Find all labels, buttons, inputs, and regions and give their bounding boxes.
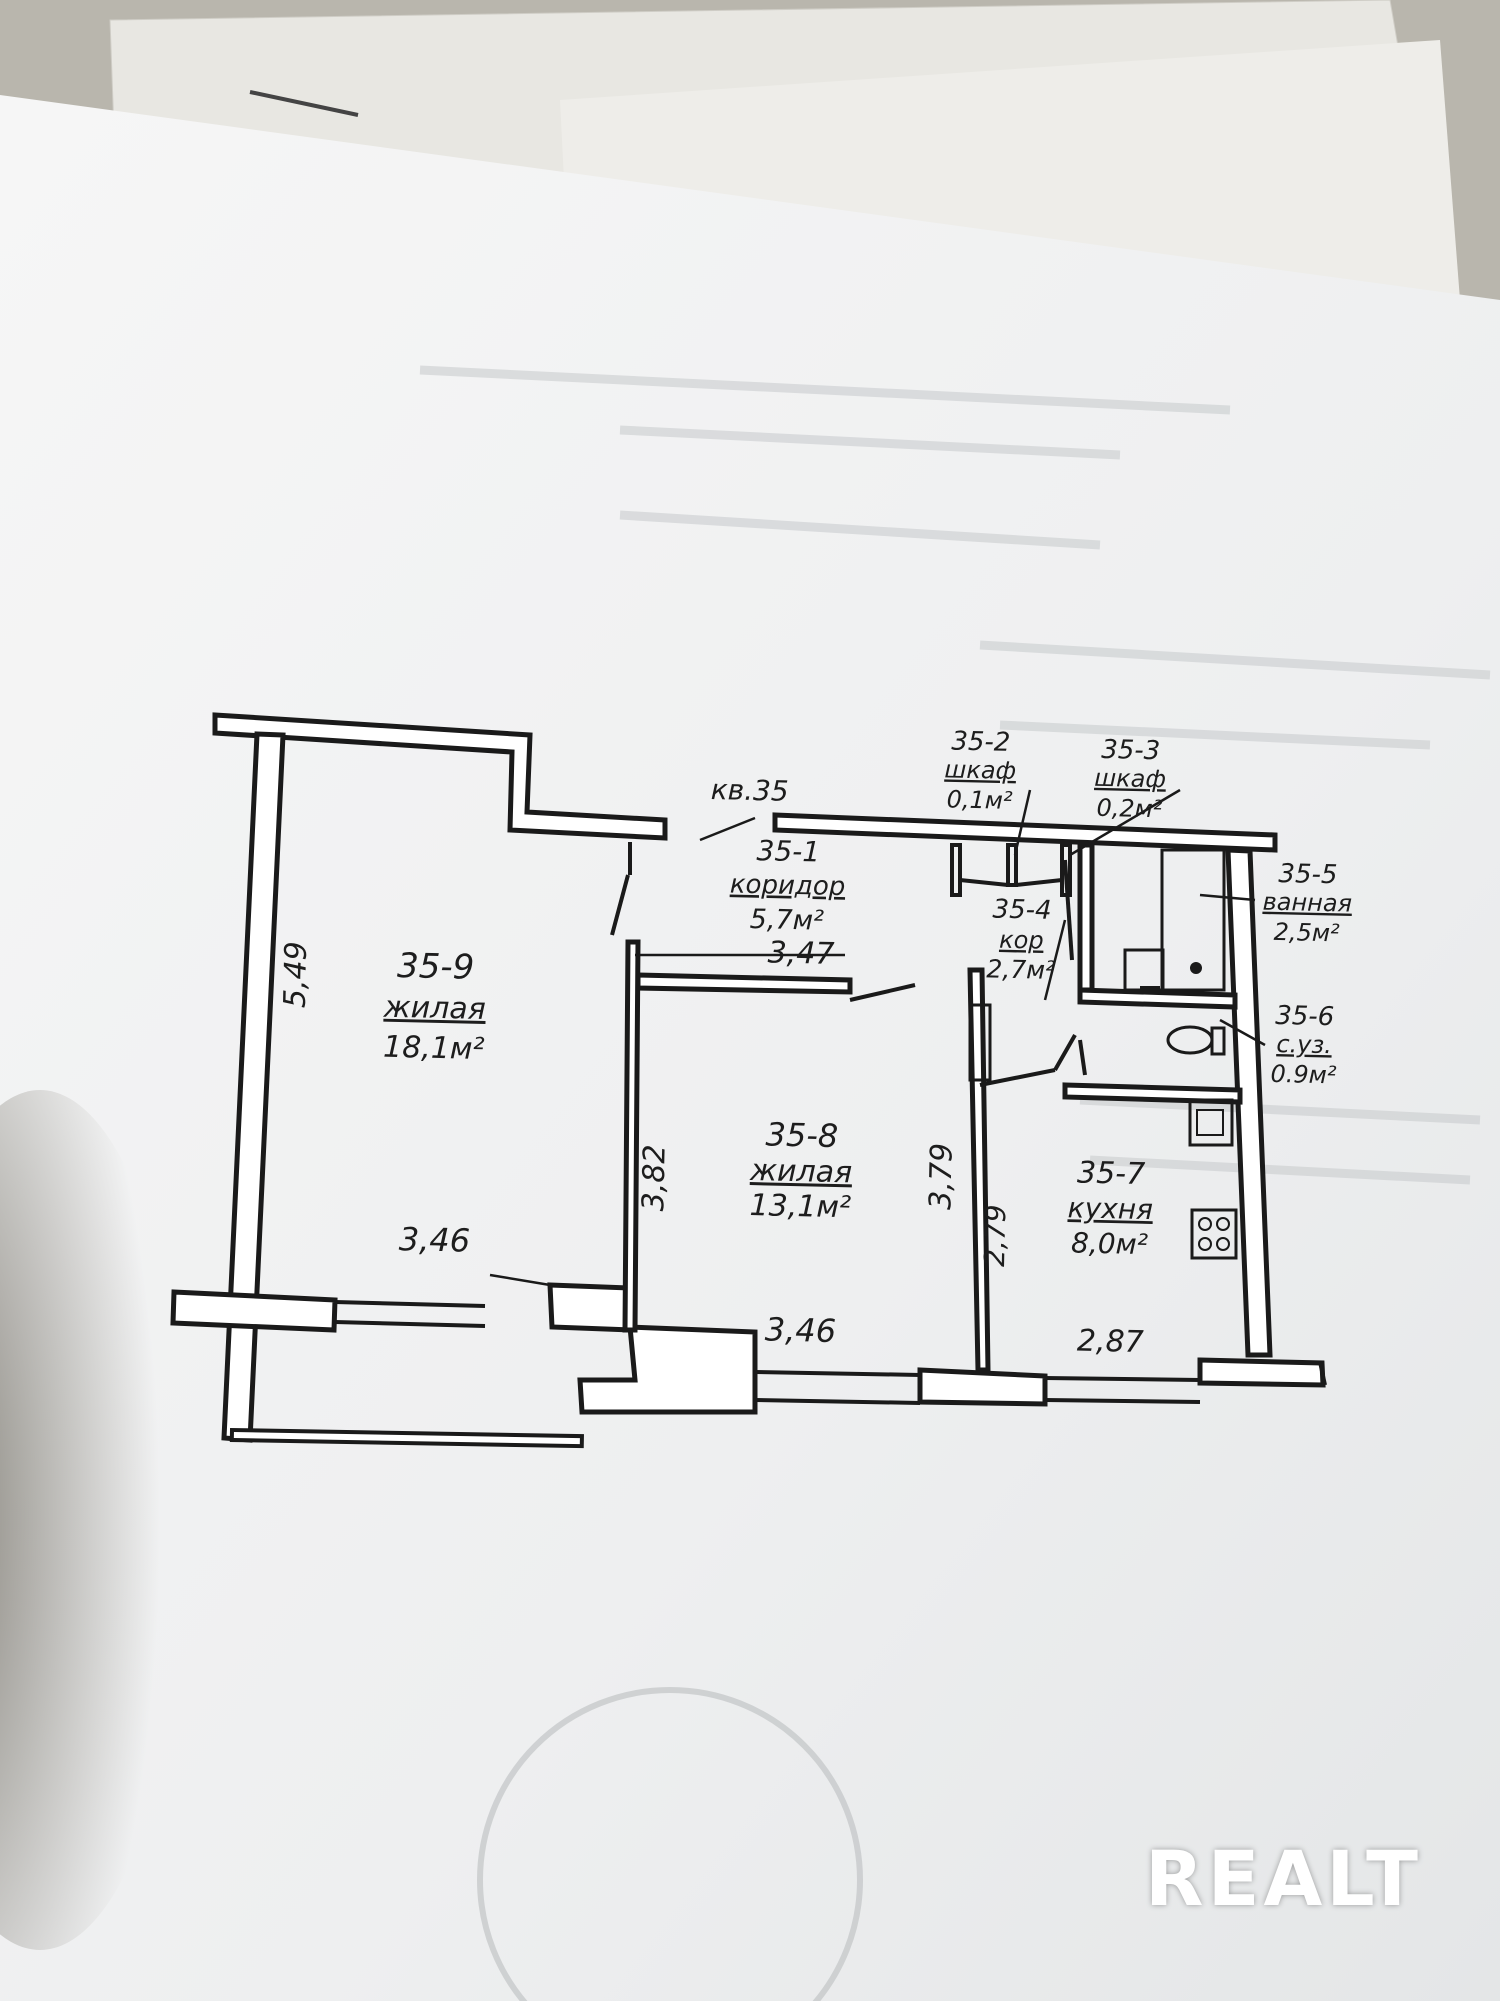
- room-35-2-name: шкаф: [944, 755, 1016, 785]
- dim-room8-width: 3,46: [764, 1310, 836, 1350]
- room-35-4-id: 35-4: [992, 894, 1052, 925]
- back-sheet-mark: [249, 90, 359, 117]
- room-35-1-id: 35-1: [756, 834, 820, 868]
- room-35-8-area: 13,1м²: [749, 1188, 851, 1225]
- dim-room9-width: 3,46: [398, 1220, 470, 1260]
- stamp-circle: [477, 1687, 863, 2001]
- dim-room8-left-height: 3,82: [636, 1144, 673, 1212]
- showthrough-lines: [419, 365, 1491, 1185]
- room-labels: кв.35 35-9 жилая 18,1м² 35-8 жилая 13,1м…: [278, 727, 1353, 1361]
- cupboards: [950, 843, 1072, 897]
- main-paper: [0, 95, 1500, 2001]
- finger-shadow: [0, 1090, 190, 1950]
- room-35-9-id: 35-9: [397, 946, 475, 988]
- room-35-3-name: шкаф: [1094, 764, 1166, 794]
- room-35-1-name: коридор: [730, 870, 846, 903]
- dim-corridor-width: 3,47: [767, 935, 835, 972]
- room-35-2-id: 35-2: [951, 727, 1011, 758]
- walls: [170, 712, 1326, 1443]
- realt-watermark: REALT: [1145, 1834, 1422, 1923]
- room-35-5-id: 35-5: [1278, 859, 1338, 890]
- room-35-6-name: с.уз.: [1276, 1030, 1332, 1059]
- room-35-2-area: 0,1м²: [946, 785, 1013, 814]
- room-35-6-id: 35-6: [1275, 1001, 1335, 1032]
- dim-room8-right-height: 3,79: [923, 1143, 960, 1211]
- room-35-5-name: ванная: [1262, 888, 1352, 918]
- room-35-7-name: кухня: [1067, 1191, 1153, 1226]
- room-35-8-id: 35-8: [765, 1115, 838, 1155]
- room-35-3-area: 0,2м²: [1096, 794, 1163, 823]
- leader-lines: [489, 788, 1266, 1287]
- room-35-8-name: жилая: [749, 1153, 853, 1190]
- room-35-6-area: 0.9м²: [1270, 1060, 1337, 1089]
- room-35-4-name: кор: [999, 926, 1044, 955]
- room-35-7-id: 35-7: [1077, 1155, 1146, 1192]
- room-35-3-id: 35-3: [1101, 735, 1161, 766]
- room-35-1-area: 5,7м²: [749, 904, 824, 937]
- windows: [754, 1361, 1327, 1405]
- balcony: [229, 1300, 584, 1449]
- room-35-4-area: 2,7м²: [986, 954, 1055, 985]
- apartment-label: кв.35: [710, 773, 789, 808]
- room-35-5-area: 2,5м²: [1273, 918, 1340, 947]
- dim-kitchen-width: 2,87: [1077, 1324, 1145, 1361]
- doors: [610, 842, 1087, 1087]
- dim-room9-height: 5,49: [278, 941, 315, 1009]
- room-35-9-area: 18,1м²: [383, 1030, 485, 1067]
- room-35-9-name: жилая: [382, 990, 486, 1027]
- dim-kitchen-height: 2,79: [978, 1204, 1012, 1267]
- room-35-7-area: 8,0м²: [1071, 1226, 1149, 1261]
- bath-fixtures: [968, 848, 1238, 1260]
